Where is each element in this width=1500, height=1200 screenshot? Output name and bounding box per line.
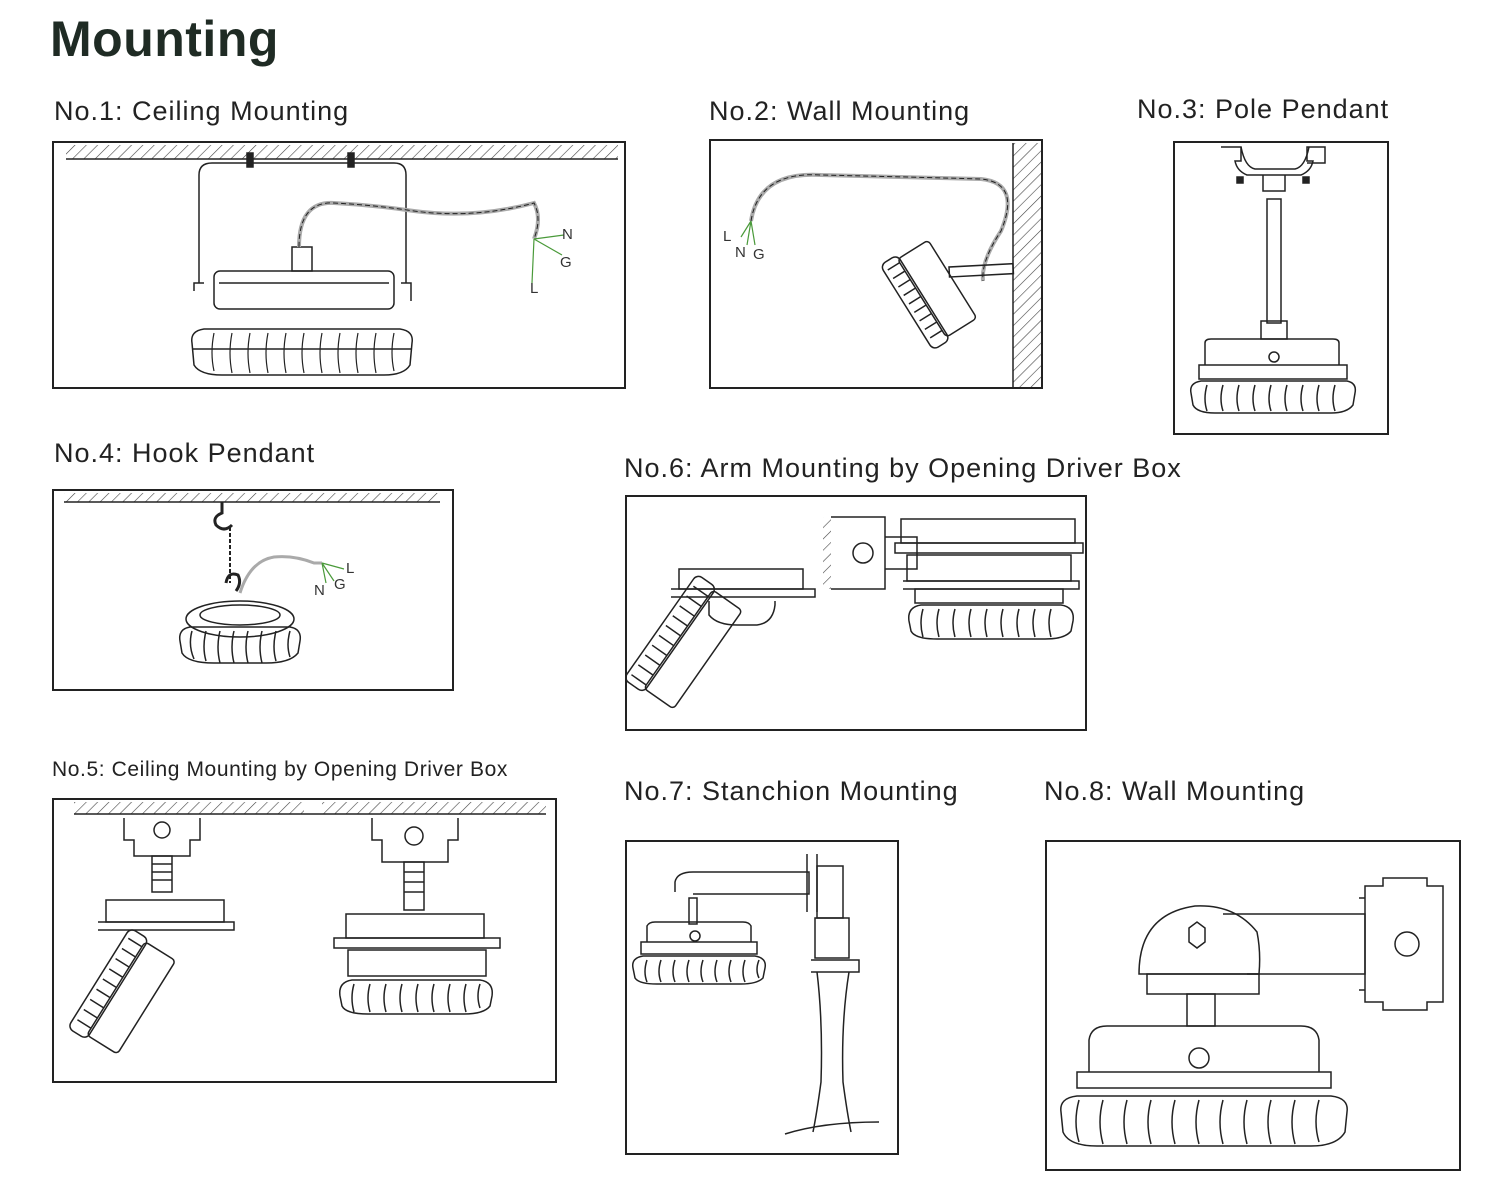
heatsink-right [908, 604, 1074, 640]
heatsink-right [339, 979, 493, 1015]
wall-arm [948, 262, 1015, 278]
wire-label-n: N [735, 244, 746, 261]
panel-arm-mounting [625, 495, 1087, 731]
junction-box-right [371, 818, 459, 863]
heatsink [631, 955, 767, 985]
driver-cover-left [105, 899, 225, 923]
junction-box-left [123, 818, 201, 857]
arm-bracket [831, 516, 886, 590]
panel-ceiling-mounting: N G L [52, 141, 626, 389]
caption-hook-pendant: No.4: Hook Pendant [54, 438, 316, 468]
ceiling-hook [213, 502, 234, 531]
panel-wall-mounting-8 [1045, 840, 1461, 1171]
wall-hatch [1013, 143, 1041, 387]
bracket [198, 162, 407, 283]
heatsink [1060, 1095, 1348, 1147]
caption-wall-mounting-8: No.8: Wall Mounting [1044, 776, 1306, 806]
driver-box [1088, 1025, 1320, 1072]
ceiling-hatch [64, 493, 440, 502]
cable [238, 555, 322, 594]
driver-cover [900, 518, 1076, 544]
wire-label-l: L [346, 560, 354, 577]
caption-ceiling-mounting: No.1: Ceiling Mounting [54, 96, 350, 126]
arm-head [1138, 905, 1261, 975]
wire-label-g: G [560, 254, 572, 271]
wire-label-l: L [723, 228, 731, 245]
panel-ceiling-mounting-driver-box [52, 798, 557, 1083]
pendant-pole [1266, 198, 1282, 324]
driver-box [1204, 338, 1340, 365]
threaded-rod-left [151, 855, 173, 893]
page-title: Mounting [50, 11, 279, 67]
panel-wall-mounting: L N G [709, 139, 1043, 389]
heatsink [178, 626, 302, 664]
wall-box [1364, 877, 1444, 1011]
threaded-rod-right [403, 861, 425, 911]
driver-box [646, 921, 752, 942]
wall-arm [1223, 913, 1366, 975]
caption-ceiling-mounting-driver-box: No.5: Ceiling Mounting by Opening Driver… [52, 758, 508, 781]
panel-hook-pendant: L N G [52, 489, 454, 691]
driver-box [185, 600, 295, 638]
neck [1186, 993, 1216, 1027]
lamp-tilted-left [69, 929, 175, 1054]
driver-cover-open [678, 568, 804, 590]
ceiling-hatch-left [74, 802, 304, 814]
heatsink [1189, 380, 1357, 414]
panel-stanchion-mounting [625, 840, 899, 1155]
heatsink [191, 328, 413, 376]
cable [749, 172, 1010, 282]
lamp-tilted [627, 575, 742, 709]
wire-label-g: G [334, 576, 346, 593]
caption-arm-mounting: No.6: Arm Mounting by Opening Driver Box [624, 453, 1182, 483]
caption-stanchion-mounting: No.7: Stanchion Mounting [624, 776, 959, 806]
driver-cover-right [345, 913, 485, 939]
canopy [1221, 146, 1326, 176]
wire-label-l: L [530, 280, 538, 297]
driver-box [213, 270, 395, 310]
stanchion-clamp [816, 865, 844, 919]
stanchion-arm [674, 871, 810, 895]
wall-hatch [823, 517, 831, 589]
stanchion-post [812, 971, 852, 1133]
wire-label-n: N [562, 226, 573, 243]
lamp-tilted [881, 240, 977, 349]
panel-pole-pendant [1173, 141, 1389, 435]
caption-pole-pendant: No.3: Pole Pendant [1137, 94, 1390, 124]
caption-wall-mounting: No.2: Wall Mounting [709, 96, 971, 126]
ceiling-hatch [66, 145, 618, 159]
ceiling-hatch-right [322, 802, 546, 814]
wire-label-g: G [753, 246, 765, 263]
wire-label-n: N [314, 582, 325, 599]
